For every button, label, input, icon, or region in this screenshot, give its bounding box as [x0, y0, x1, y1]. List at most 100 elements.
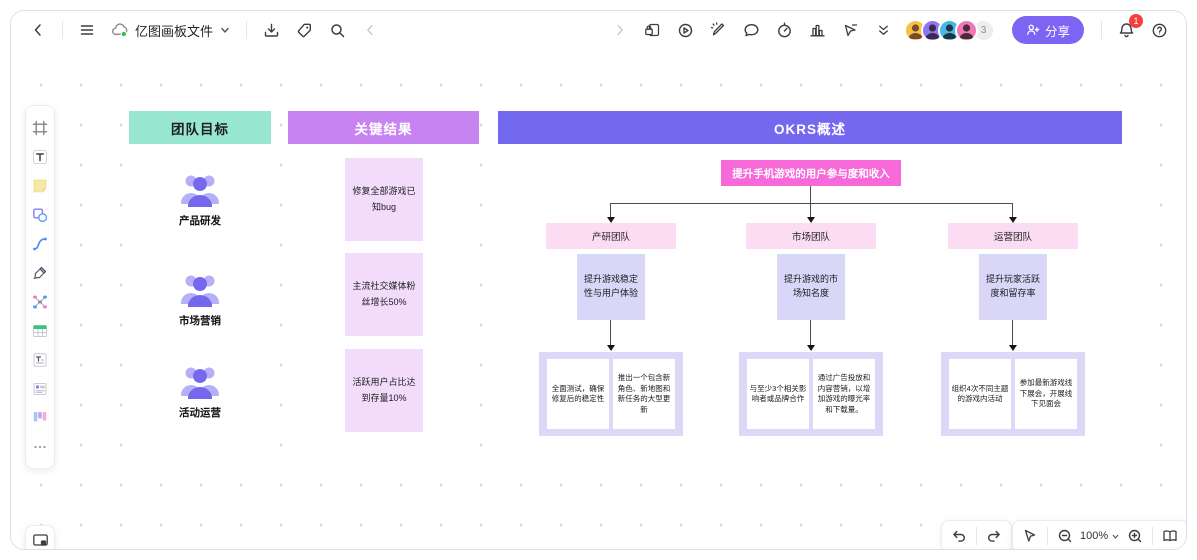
okr-team-node[interactable]: 产研团队: [546, 223, 676, 249]
divider: [1101, 21, 1102, 39]
demo-play-button[interactable]: [673, 17, 699, 43]
key-result-text: 主流社交媒体粉丝增长50%: [352, 281, 416, 307]
okr-result-text: 与至少3个相关影响者或品牌合作: [749, 383, 807, 404]
okr-result-node[interactable]: 推出一个包含新角色、新地图和新任务的大型更新: [613, 359, 675, 429]
connector-arrow: [807, 345, 815, 351]
connector-line: [610, 320, 611, 345]
redo-button[interactable]: [981, 523, 1007, 549]
connector-arrow: [607, 217, 615, 223]
connector-arrow: [807, 217, 815, 223]
zoom-level-dropdown[interactable]: 100%: [1078, 530, 1122, 542]
table-tool-button[interactable]: [28, 316, 52, 345]
undo-redo-group: [941, 520, 1012, 549]
timer-button[interactable]: [772, 17, 798, 43]
select-tool-button[interactable]: [838, 17, 864, 43]
key-result-card[interactable]: 活跃用户占比达到存量10%: [345, 349, 423, 432]
more-tools-sidebar-button[interactable]: [28, 432, 52, 461]
connector-tool-button[interactable]: [28, 229, 52, 258]
help-button[interactable]: [1146, 17, 1172, 43]
shapes-tool-button[interactable]: [28, 200, 52, 229]
kanban-tool-button[interactable]: [28, 403, 52, 432]
chevron-right-icon: [617, 24, 623, 36]
people-icon: [181, 175, 219, 207]
okr-team-node[interactable]: 运营团队: [948, 223, 1078, 249]
expand-toolbar-right-button[interactable]: [607, 17, 633, 43]
redo-icon: [988, 530, 1000, 542]
frame-tool-button[interactable]: [28, 113, 52, 142]
help-icon: [1152, 23, 1166, 37]
okr-result-node[interactable]: 参加最新游戏线下展会，开展线下见面会: [1015, 359, 1077, 429]
laser-pointer-button[interactable]: [706, 17, 732, 43]
tag-button[interactable]: [291, 17, 317, 43]
okr-results-group[interactable]: 组织4次不同主题的游戏内活动 参加最新游戏线下展会，开展线下见面会: [941, 352, 1085, 436]
chart-button[interactable]: [805, 17, 831, 43]
frame-icon: [32, 120, 48, 135]
key-result-card[interactable]: 修复全部游戏已知bug: [345, 158, 423, 241]
team-item-operations[interactable]: 活动运营: [129, 365, 271, 420]
lock-note-icon: [645, 23, 660, 36]
text-tool-button[interactable]: [28, 142, 52, 171]
notification-badge: 1: [1129, 14, 1143, 28]
okr-results-group[interactable]: 全面测试，确保修复后的稳定性 推出一个包含新角色、新地图和新任务的大型更新: [539, 352, 683, 436]
card-tool-button[interactable]: [28, 374, 52, 403]
pointer-icon: [1024, 529, 1036, 542]
column-header-team-goals[interactable]: 团队目标: [129, 111, 271, 144]
okr-objective-node[interactable]: 提升游戏稳定性与用户体验: [577, 254, 645, 320]
column-header-okrs[interactable]: OKRS概述: [498, 111, 1122, 144]
search-button[interactable]: [324, 17, 350, 43]
okr-objective-node[interactable]: 提升玩家活跃度和留存率: [979, 254, 1047, 320]
divider: [1047, 527, 1048, 545]
more-tools-button[interactable]: [871, 17, 897, 43]
pen-icon: [33, 266, 47, 279]
bar-chart-icon: [810, 24, 826, 36]
minimap-book-icon: [1163, 530, 1177, 542]
kanban-icon: [33, 411, 47, 421]
presentation-button[interactable]: [25, 525, 55, 549]
comment-button[interactable]: [739, 17, 765, 43]
zoom-controls-group: 100%: [1012, 520, 1186, 549]
okr-result-node[interactable]: 全面测试，确保修复后的稳定性: [547, 359, 609, 429]
team-item-product-rd[interactable]: 产品研发: [129, 173, 271, 228]
team-item-label: 活动运营: [179, 407, 221, 419]
key-result-card[interactable]: 主流社交媒体粉丝增长50%: [345, 253, 423, 336]
okr-results-group[interactable]: 与至少3个相关影响者或品牌合作 通过广告投放和内容营销，以增加游戏的曝光率和下载…: [739, 352, 883, 436]
okr-result-node[interactable]: 通过广告投放和内容营销，以增加游戏的曝光率和下载量。: [813, 359, 875, 429]
file-title-dropdown[interactable]: 亿图画板文件: [107, 18, 235, 43]
zoom-out-button[interactable]: [1052, 523, 1078, 549]
avatar[interactable]: [954, 18, 978, 42]
column-header-key-results[interactable]: 关键结果: [288, 111, 479, 144]
pointer-tool-button[interactable]: [1017, 523, 1043, 549]
collapse-toolbar-left-button[interactable]: [357, 17, 383, 43]
connector-line: [610, 203, 1012, 204]
team-item-label: 产品研发: [179, 215, 221, 227]
okr-team-node[interactable]: 市场团队: [746, 223, 876, 249]
zoom-in-button[interactable]: [1122, 523, 1148, 549]
people-icon: [181, 275, 219, 307]
laser-pointer-icon: [711, 21, 725, 35]
text-document-tool-button[interactable]: [28, 345, 52, 374]
okr-branch-product: 产研团队 提升游戏稳定性与用户体验 全面测试，确保修复后的稳定性 推出一个包含新…: [539, 203, 683, 437]
team-item-marketing[interactable]: 市场营销: [129, 273, 271, 328]
notifications-button[interactable]: 1: [1113, 14, 1143, 43]
connector-line: [1012, 203, 1013, 217]
okr-root-node[interactable]: 提升手机游戏的用户参与度和收入: [721, 160, 901, 186]
mindmap-tool-button[interactable]: [28, 287, 52, 316]
app-window: 团队目标 关键结果 OKRS概述 产品研发 市场营销 活动运营 修复全部游戏已知…: [10, 10, 1187, 550]
pen-tool-button[interactable]: [28, 258, 52, 287]
okr-result-text: 全面测试，确保修复后的稳定性: [551, 383, 605, 404]
okr-result-node[interactable]: 组织4次不同主题的游戏内活动: [949, 359, 1011, 429]
share-button[interactable]: 分享: [1011, 16, 1084, 44]
import-button[interactable]: [258, 17, 284, 43]
undo-icon: [953, 530, 965, 542]
okr-result-node[interactable]: 与至少3个相关影响者或品牌合作: [747, 359, 809, 429]
minimap-button[interactable]: [1157, 523, 1183, 549]
back-button[interactable]: [25, 17, 51, 43]
canvas[interactable]: 团队目标 关键结果 OKRS概述 产品研发 市场营销 活动运营 修复全部游戏已知…: [11, 11, 1186, 549]
okr-objective-node[interactable]: 提升游戏的市场知名度: [777, 254, 845, 320]
cursor-select-icon: [845, 23, 858, 36]
sticky-note-tool-button[interactable]: [28, 171, 52, 200]
main-menu-button[interactable]: [74, 17, 100, 43]
lock-note-button[interactable]: [640, 17, 666, 43]
collaborator-avatars[interactable]: 3: [903, 18, 995, 42]
undo-button[interactable]: [946, 523, 972, 549]
